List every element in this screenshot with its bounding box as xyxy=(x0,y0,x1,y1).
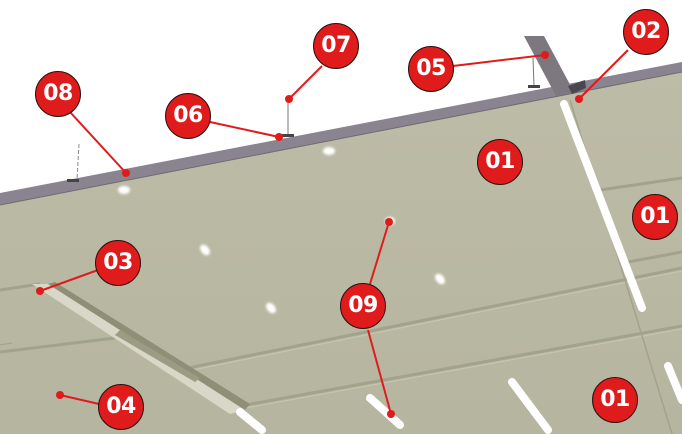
callout-08: 08 xyxy=(35,71,81,117)
leader-lines xyxy=(39,49,629,415)
hanger-wire xyxy=(76,143,80,181)
callout-01-a: 01 xyxy=(477,139,523,185)
callout-06: 06 xyxy=(165,93,211,139)
callout-09: 09 xyxy=(340,283,386,329)
callout-01-b: 01 xyxy=(632,194,678,240)
hanger-wire xyxy=(532,57,535,87)
perimeter-trim xyxy=(0,62,682,205)
callout-03: 03 xyxy=(95,240,141,286)
downlights xyxy=(118,147,445,314)
leader-endpoints xyxy=(36,51,583,418)
callout-07: 07 xyxy=(313,23,359,69)
linear-light-strips xyxy=(236,100,682,434)
callout-02: 02 xyxy=(623,9,669,55)
callout-01-c: 01 xyxy=(592,377,638,423)
callout-04: 04 xyxy=(98,384,144,430)
support-beam xyxy=(524,36,574,96)
channel-profile xyxy=(32,282,250,414)
callout-05: 05 xyxy=(408,46,454,92)
panel-seams xyxy=(0,176,682,408)
